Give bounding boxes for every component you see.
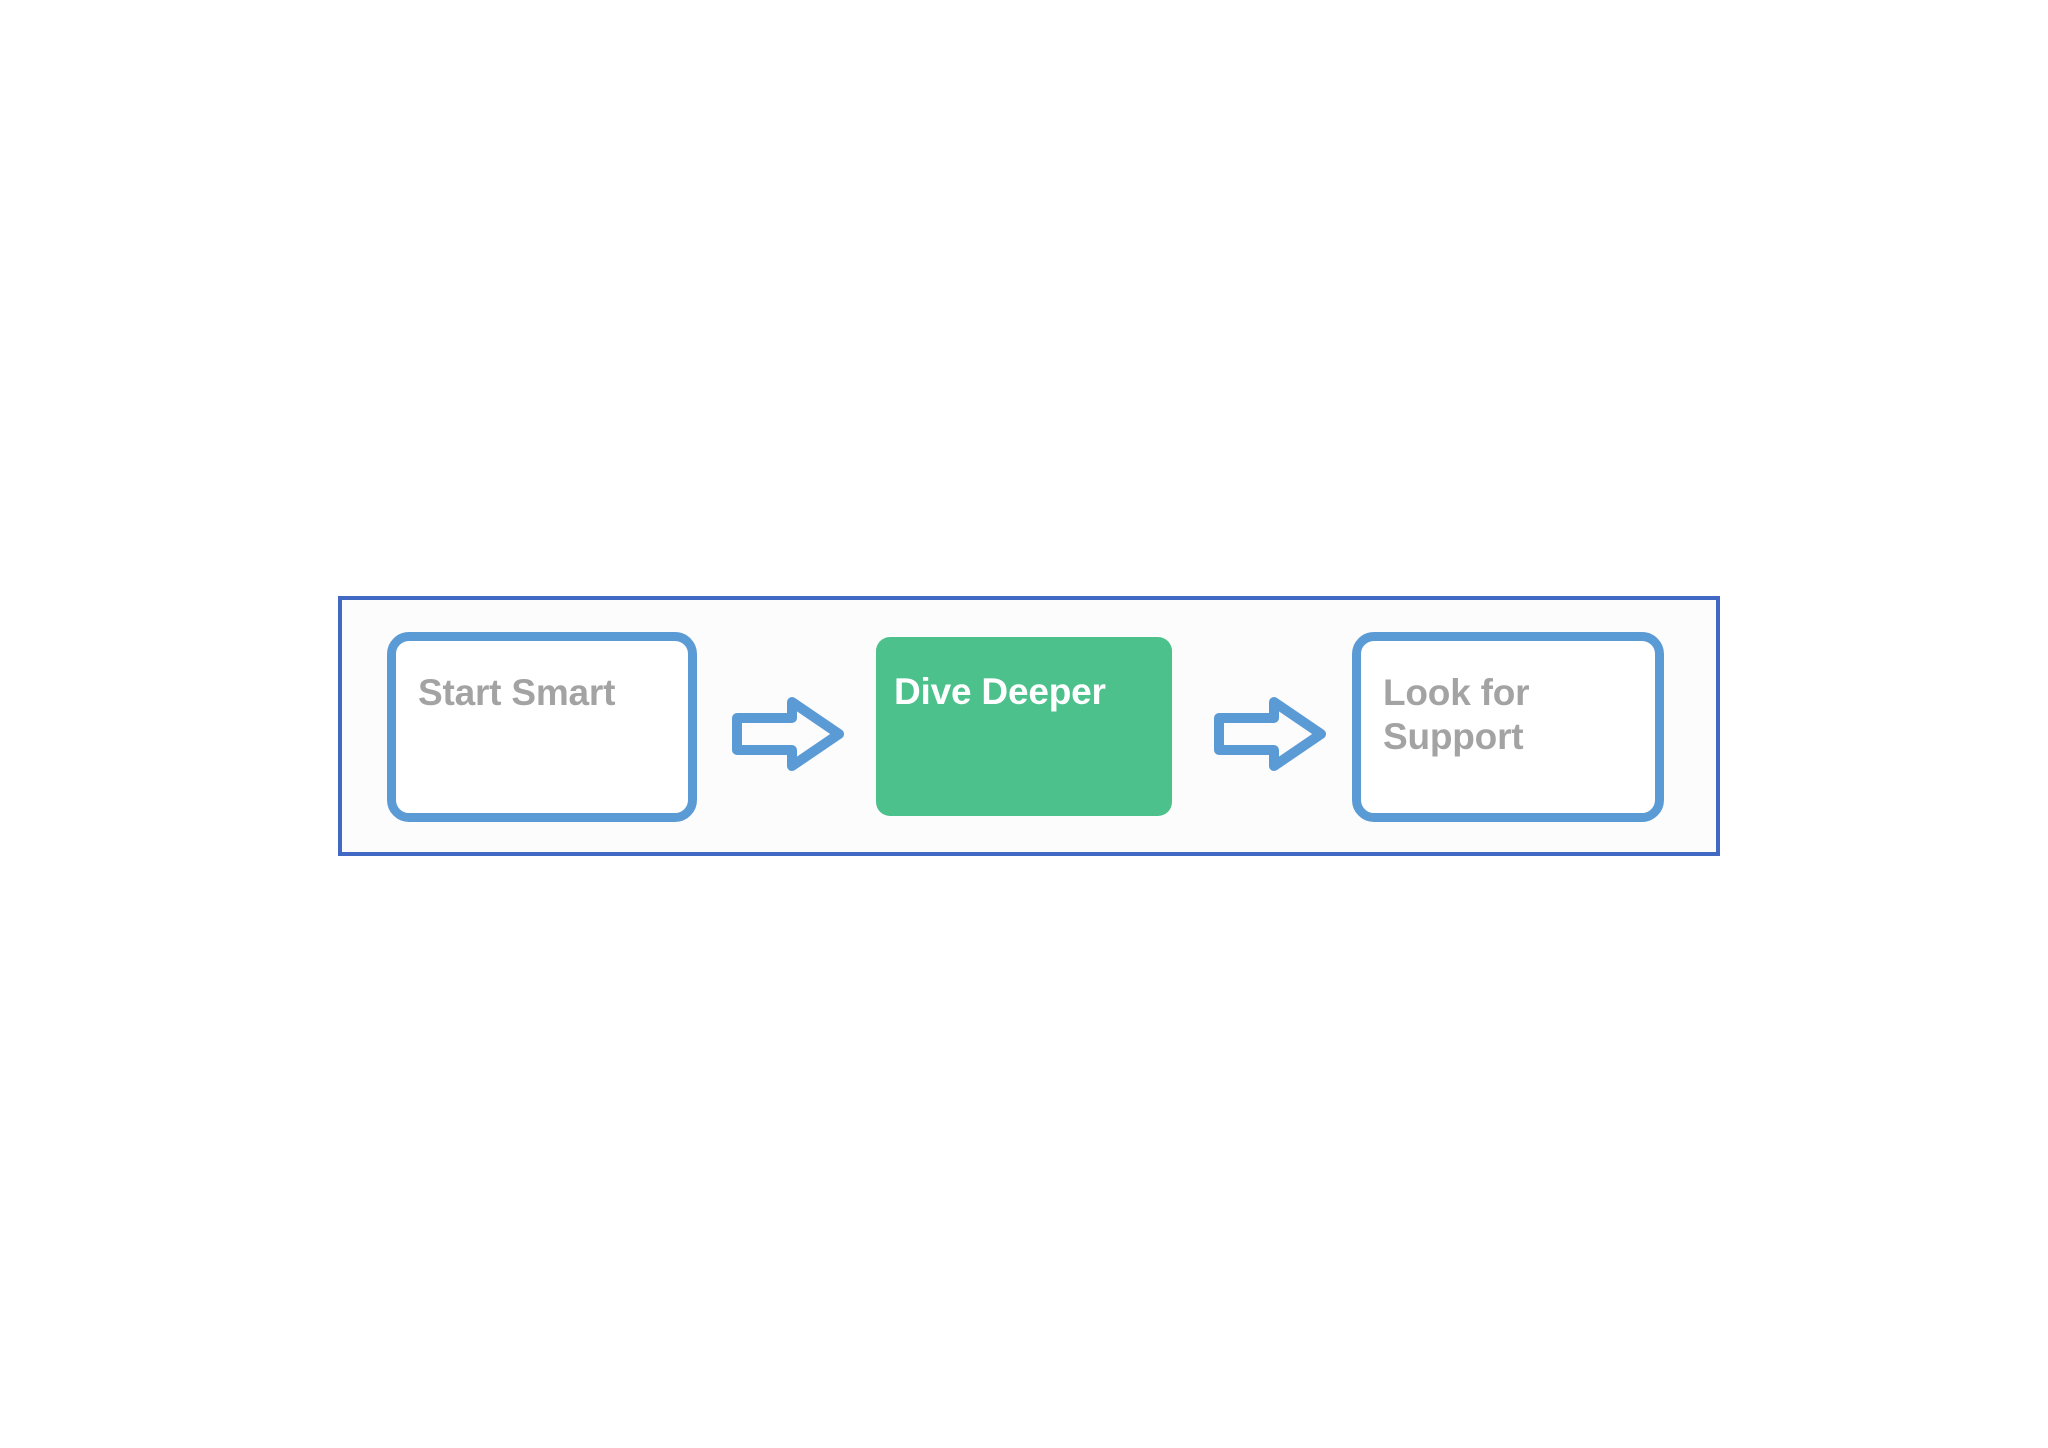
flow-step-look-for-support[interactable]: Look for Support: [1352, 632, 1664, 822]
flow-step-label: Start Smart: [418, 672, 616, 713]
flow-step-label: Dive Deeper: [894, 671, 1106, 712]
arrow-right-glyph: [732, 697, 844, 771]
flow-step-start-smart[interactable]: Start Smart: [387, 632, 697, 822]
arrow-right-icon: [732, 696, 844, 772]
flow-step-label: Look for Support: [1383, 672, 1530, 757]
arrow-right-glyph: [1214, 697, 1326, 771]
flow-step-dive-deeper[interactable]: Dive Deeper: [876, 637, 1172, 816]
arrow-right-icon: [1214, 696, 1326, 772]
process-flow-frame: Start Smart Dive Deeper Look for Support: [338, 596, 1720, 856]
